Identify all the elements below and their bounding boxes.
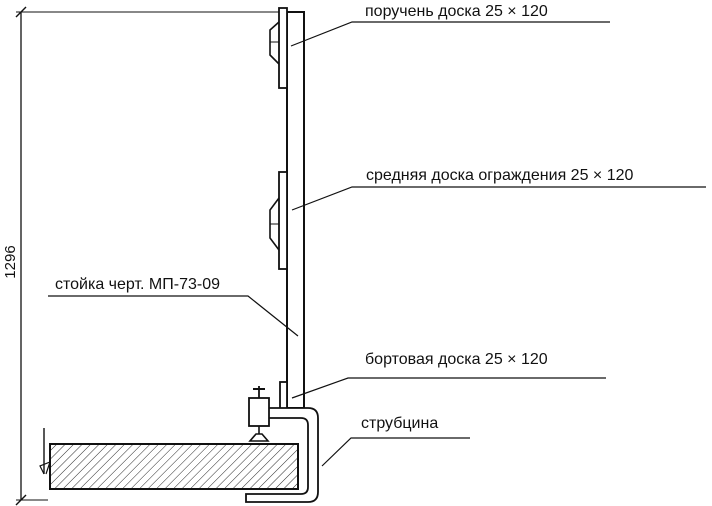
clamp-assembly <box>245 386 319 503</box>
clamp-pad <box>248 433 270 442</box>
post-body <box>286 11 305 409</box>
clamp-screw-housing <box>248 397 270 427</box>
label-handrail: поручень доска 25 × 120 <box>290 3 610 47</box>
handrail-assembly <box>269 7 288 89</box>
middle-board-assembly <box>269 171 288 270</box>
label-handrail-text: поручень доска 25 × 120 <box>365 3 548 20</box>
handrail-board <box>278 7 288 89</box>
label-middle-board: средняя доска ограждения 25 × 120 <box>291 167 706 211</box>
label-clamp-text: струбцина <box>361 415 438 432</box>
leader-toe-board <box>291 377 606 399</box>
dimension-top-tick <box>15 6 27 18</box>
label-toe-board: бортовая доска 25 × 120 <box>291 351 606 399</box>
leader-post <box>48 295 299 337</box>
handrail-bracket <box>269 21 280 65</box>
slab-section <box>49 443 299 490</box>
height-dimension: 1296 <box>2 6 286 506</box>
post <box>286 11 305 409</box>
middle-board <box>278 171 288 270</box>
label-toe-board-text: бортовая доска 25 × 120 <box>365 351 548 368</box>
leader-clamp <box>321 437 470 467</box>
label-clamp: струбцина <box>321 415 470 467</box>
clamp-frame <box>245 407 319 503</box>
slab-break-mark <box>39 460 51 475</box>
leader-handrail <box>290 21 610 47</box>
label-post: стойка черт. МП-73-09 <box>48 276 299 337</box>
dimension-bottom-tick <box>15 494 27 506</box>
toe-board <box>279 381 288 411</box>
toe-board-assembly <box>279 381 288 411</box>
label-post-text: стойка черт. МП-73-09 <box>55 276 220 293</box>
dimension-label: 1296 <box>2 245 19 278</box>
floor-slab <box>39 428 299 490</box>
leader-middle-board <box>291 186 706 211</box>
label-middle-board-text: средняя доска ограждения 25 × 120 <box>366 167 634 184</box>
